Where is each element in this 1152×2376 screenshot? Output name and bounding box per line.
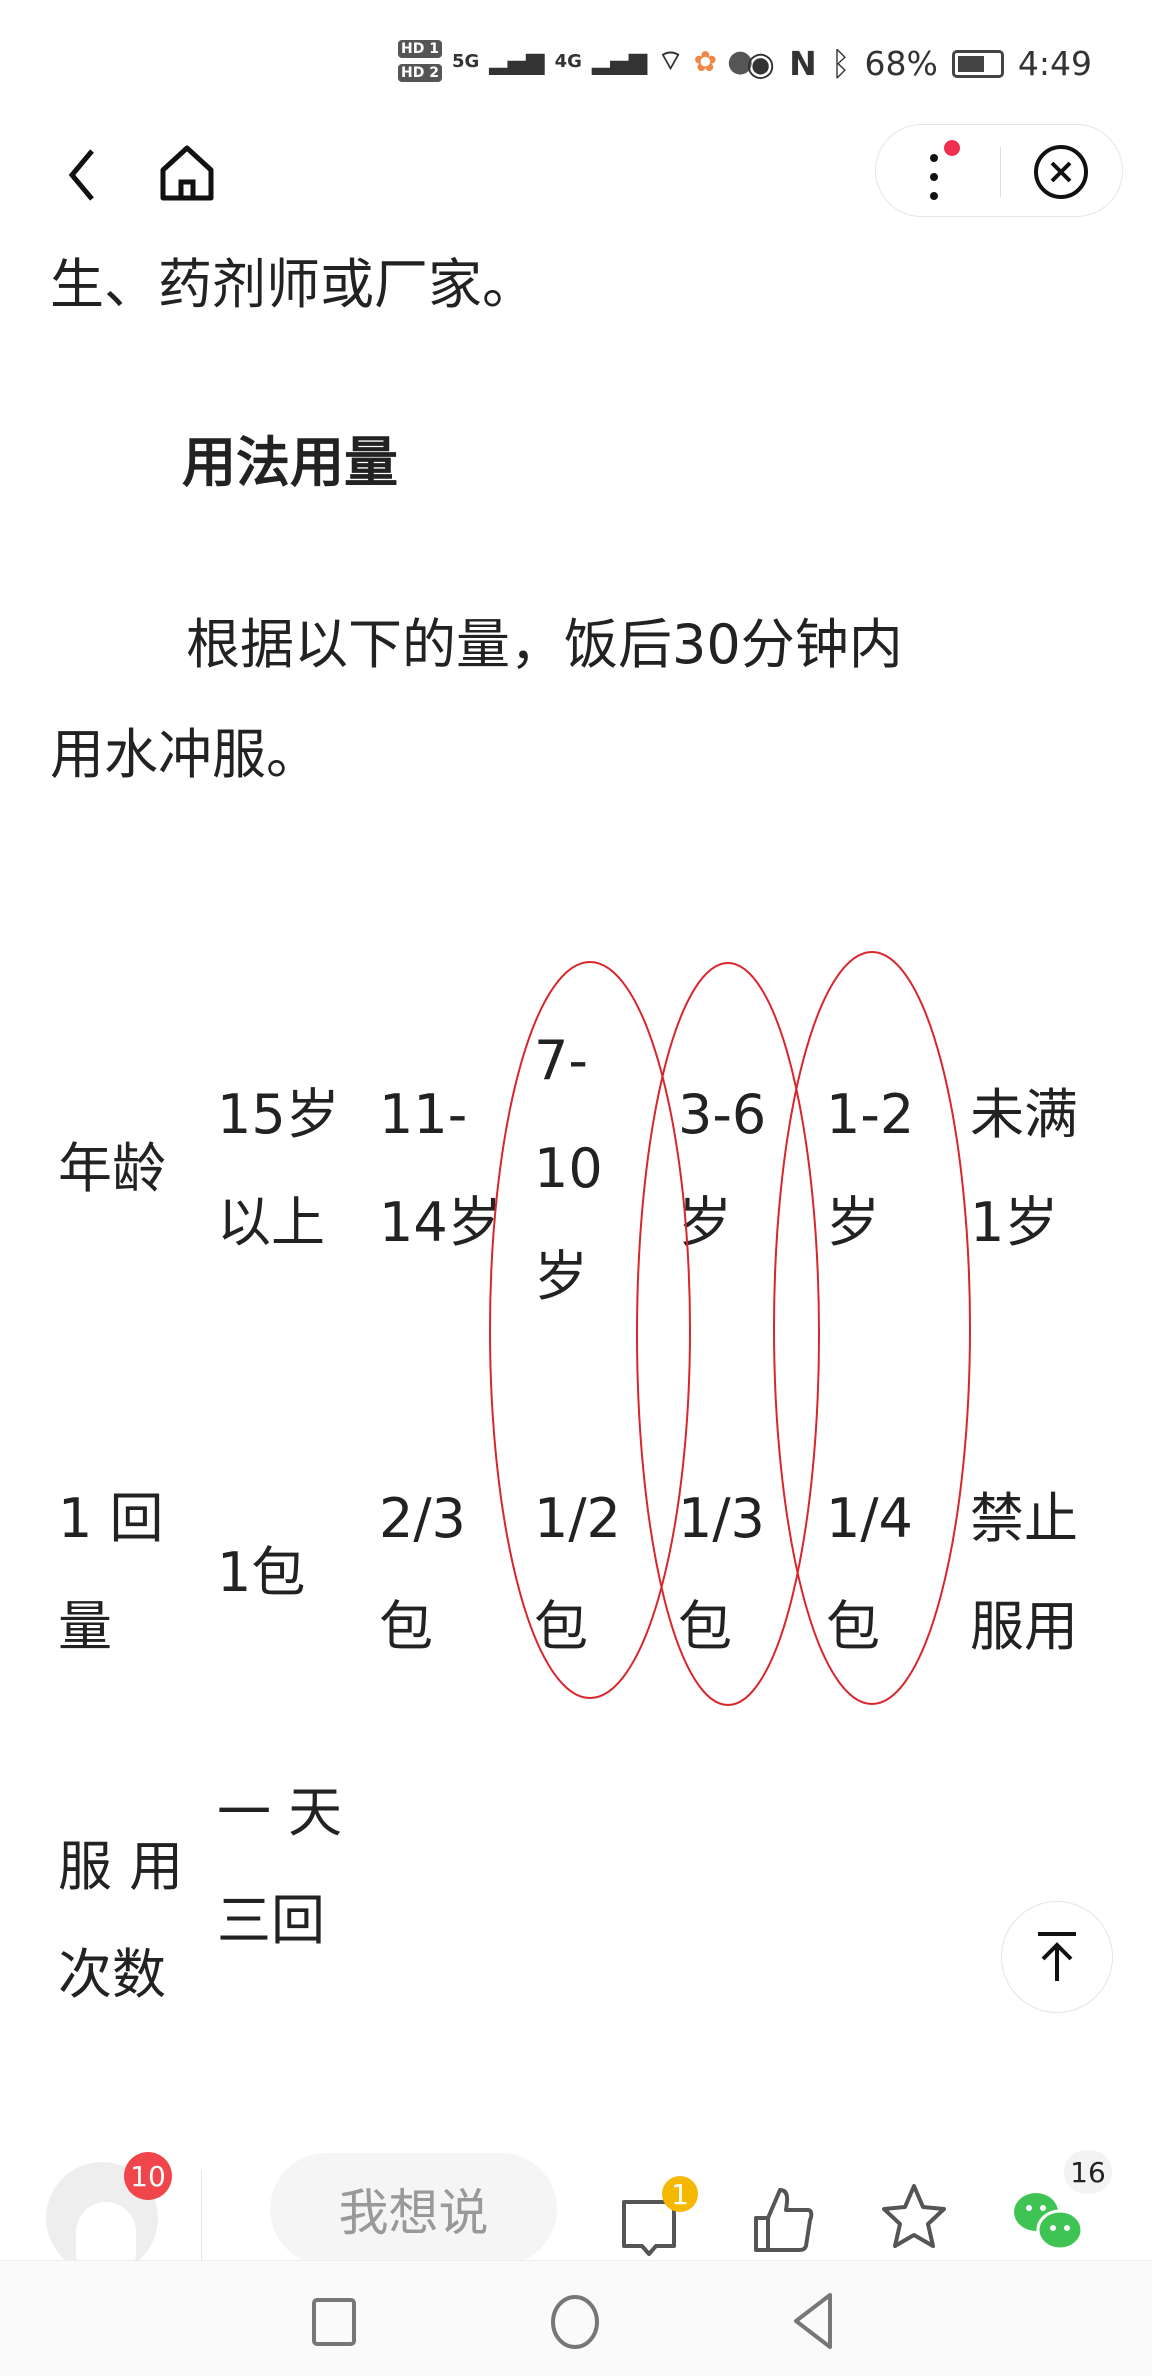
mini-program-capsule xyxy=(875,124,1123,217)
cell-text-line: 1-2 xyxy=(826,1083,915,1146)
status-bar: HD 1 HD 2 5G ▂▄▆ 4G ▂▄▆ ⌔ ✿ ● ◉ N ᛒ 68% … xyxy=(0,30,1152,105)
table-cell: 一 天三回 xyxy=(217,1759,342,1975)
table-cell: 11- 14岁 xyxy=(379,1061,502,1277)
comment-count-badge: 1 xyxy=(662,2176,698,2212)
table-cell: 禁止服用 xyxy=(970,1465,1078,1681)
share-count: 16 xyxy=(1064,2150,1112,2194)
clock: 4:49 xyxy=(1017,44,1092,83)
close-icon[interactable] xyxy=(1032,143,1090,201)
nfc-icon: N xyxy=(789,44,817,83)
cell-text-line: 年龄 xyxy=(58,1137,166,1200)
cell-text-line: 服 用 xyxy=(58,1835,184,1898)
recent-apps-icon[interactable] xyxy=(310,2296,358,2348)
divider xyxy=(201,2170,202,2260)
cell-text-line: 15岁 xyxy=(217,1083,340,1146)
table-cell: 未满 1岁 xyxy=(970,1061,1078,1277)
cell-text-line: 10 xyxy=(534,1137,603,1200)
cell-text-line: 14岁 xyxy=(379,1191,502,1254)
cut-off-text: 生、药剂师或厂家。 xyxy=(50,253,536,316)
cell-text-line: 包 xyxy=(678,1595,732,1658)
favorite-star-icon[interactable] xyxy=(880,2182,948,2252)
cell-text-line: 7- xyxy=(534,1029,588,1092)
net1-label: 5G xyxy=(451,50,480,72)
bluetooth-icon: ᛒ xyxy=(830,44,851,83)
home-icon[interactable] xyxy=(155,140,219,204)
table-cell: 3-6 岁 xyxy=(678,1061,766,1277)
net2-label: 4G xyxy=(554,50,582,72)
signal-icon: ▂▄▆ xyxy=(489,47,545,75)
arrow-up-icon xyxy=(1038,1932,1076,1981)
back-icon[interactable] xyxy=(62,145,102,205)
back-nav-icon[interactable] xyxy=(790,2291,838,2351)
cell-text-line: 禁止 xyxy=(970,1487,1078,1550)
cell-text-line: 1岁 xyxy=(970,1191,1059,1254)
home-nav-icon[interactable] xyxy=(548,2293,602,2351)
scroll-to-top-button[interactable] xyxy=(1001,1901,1113,2013)
cell-text-line: 3-6 xyxy=(678,1083,767,1146)
wifi-icon: ⌔ xyxy=(657,43,684,77)
like-icon[interactable] xyxy=(752,2186,816,2256)
table-cell: 年龄 xyxy=(58,1115,166,1223)
battery-percent: 68% xyxy=(864,44,938,83)
divider xyxy=(1000,147,1001,197)
notification-badge: 10 xyxy=(124,2152,172,2200)
table-cell: 1-2 岁 xyxy=(826,1061,914,1277)
cell-text-line: 包 xyxy=(379,1595,433,1658)
table-cell: 1/2 包 xyxy=(534,1465,621,1681)
cell-text-line: 以上 xyxy=(217,1191,325,1254)
cell-text-line: 岁 xyxy=(826,1191,880,1254)
table-cell: 服 用次数 xyxy=(58,1813,183,2029)
cell-text-line: 11- xyxy=(379,1083,468,1146)
cell-text-line: 次数 xyxy=(58,1943,166,2006)
sim1-label: HD 1 xyxy=(398,40,442,58)
eye-icon: ◉ xyxy=(746,44,776,83)
cell-text-line: 量 xyxy=(58,1595,112,1658)
battery-icon xyxy=(951,49,1004,78)
cell-text-line: 岁 xyxy=(678,1191,732,1254)
table-cell: 15岁以上 xyxy=(217,1061,340,1277)
section-heading: 用法用量 xyxy=(182,431,398,494)
table-cell: 1 回量 xyxy=(58,1465,164,1681)
paragraph-line: 根据以下的量，饭后30分钟内 xyxy=(186,613,903,676)
table-cell: 2/3 包 xyxy=(379,1465,466,1681)
system-nav-bar xyxy=(0,2260,1152,2376)
cell-text-line: 一 天 xyxy=(217,1781,343,1844)
cell-text-line: 服用 xyxy=(970,1595,1078,1658)
cell-text-line: 2/3 xyxy=(379,1487,466,1550)
paragraph-line: 用水冲服。 xyxy=(50,723,320,786)
table-cell: 7- 10 岁 xyxy=(534,1007,603,1331)
cell-text-line: 1/3 xyxy=(678,1487,765,1550)
bottom-action-bar: 10 我想说 1 16 xyxy=(0,2110,1152,2274)
table-cell: 1包 xyxy=(217,1519,305,1627)
table-cell: 1/4 包 xyxy=(826,1465,913,1681)
wechat-share-icon[interactable] xyxy=(1012,2186,1086,2256)
more-menu-icon[interactable] xyxy=(921,135,971,205)
cell-text-line: 包 xyxy=(826,1595,880,1658)
cell-text-line: 1/4 xyxy=(826,1487,913,1550)
cell-text-line: 三回 xyxy=(217,1889,325,1952)
cell-text-line: 未满 xyxy=(970,1083,1078,1146)
cell-text-line: 1包 xyxy=(217,1541,306,1604)
app-icon: ✿ xyxy=(693,44,718,78)
message-icon: ● xyxy=(727,43,754,79)
table-cell: 1/3 包 xyxy=(678,1465,765,1681)
cell-text-line: 1 回 xyxy=(58,1487,164,1550)
sim2-label: HD 2 xyxy=(398,64,442,82)
signal-icon: ▂▄▆ xyxy=(591,47,648,75)
cell-text-line: 岁 xyxy=(534,1245,588,1308)
cell-text-line: 包 xyxy=(534,1595,588,1658)
comment-input[interactable]: 我想说 xyxy=(270,2153,557,2265)
cell-text-line: 1/2 xyxy=(534,1487,621,1550)
